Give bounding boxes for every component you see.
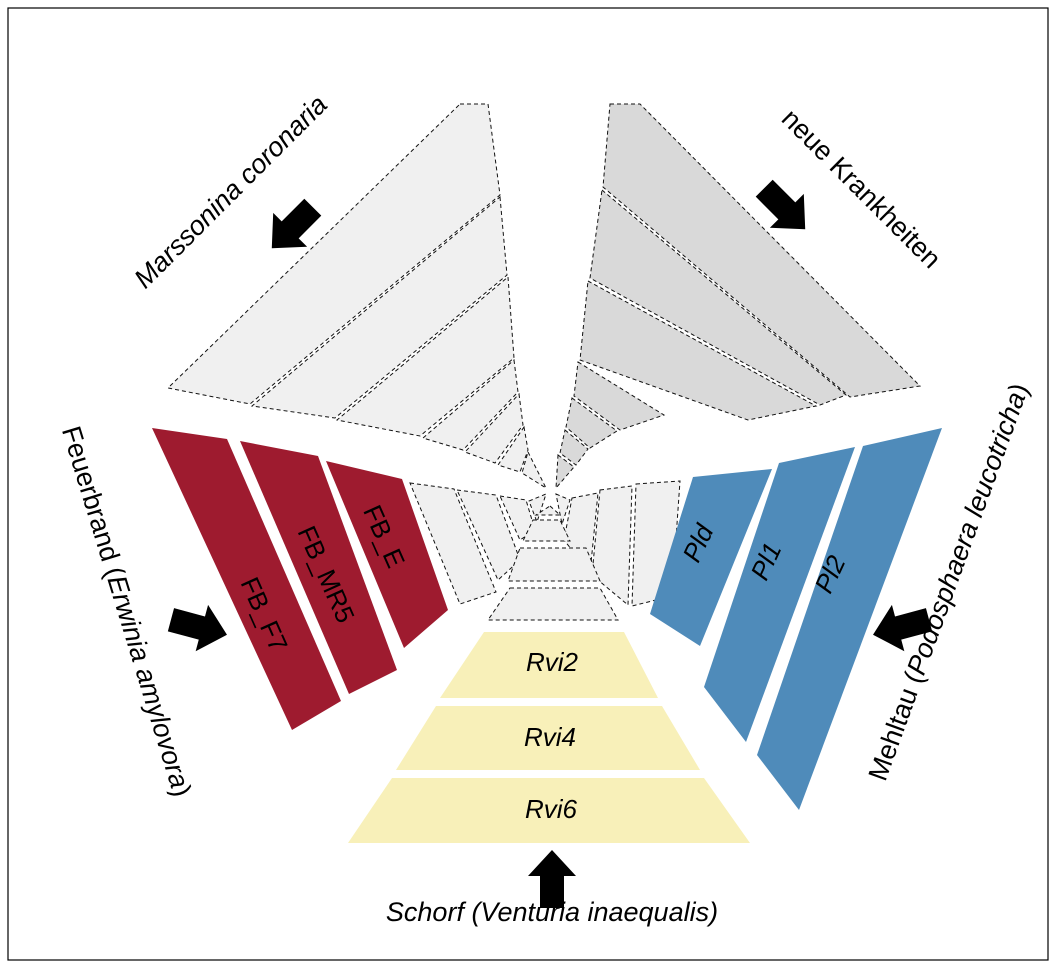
- segment-schorf-6: [522, 519, 571, 542]
- segment-fb-mr5: [240, 441, 397, 694]
- sector-neue-krankheiten: [555, 103, 922, 490]
- arrow-right-icon: [167, 604, 227, 652]
- segment-neue-2: [589, 189, 847, 406]
- segment-marssonina-6: [497, 425, 529, 473]
- label-rvi2: Rvi2: [526, 647, 579, 677]
- segment-schorf-7: [534, 505, 562, 516]
- segment-pl2: [757, 428, 942, 810]
- segment-marssonina-7: [521, 450, 548, 490]
- segment-feuerbrand-7: [528, 493, 547, 524]
- segment-marssonina-5: [464, 392, 524, 464]
- arrow-up-icon: [528, 850, 576, 908]
- sector-feuerbrand-empty: [409, 482, 547, 605]
- segment-marssonina-3: [335, 275, 515, 437]
- segment-neue-6: [559, 429, 589, 466]
- segment-mehltau-5: [591, 485, 633, 607]
- segment-neue-1: [602, 103, 922, 398]
- segment-schorf-4: [487, 587, 619, 621]
- segment-marssonina-1: [166, 103, 501, 405]
- label-schorf: Schorf (Venturia inaequalis): [386, 897, 718, 927]
- sector-marssonina: [166, 103, 548, 490]
- segment-neue-4: [573, 361, 666, 431]
- segment-neue-5: [565, 397, 618, 449]
- segment-marssonina-4: [421, 359, 519, 451]
- segment-mehltau-7: [555, 493, 571, 526]
- segment-neue-3: [579, 280, 818, 421]
- sector-schorf: Rvi2 Rvi4 Rvi6: [348, 632, 750, 843]
- arrow-down-left-icon: [755, 179, 806, 230]
- segment-rvi4: [396, 706, 700, 770]
- segment-neue-7: [555, 454, 575, 490]
- segment-pl1: [704, 447, 855, 742]
- segment-rvi2: [440, 632, 658, 698]
- arrow-left-icon: [873, 604, 933, 652]
- segment-pld: [650, 469, 772, 646]
- arrow-down-right-icon: [271, 198, 322, 249]
- segment-feuerbrand-4: [409, 482, 497, 605]
- arrows: [167, 179, 933, 908]
- segment-marssonina-2: [250, 195, 508, 419]
- segment-schorf-5: [507, 547, 601, 582]
- label-rvi4: Rvi4: [524, 722, 576, 752]
- label-rvi6: Rvi6: [525, 794, 578, 824]
- sector-schorf-empty: [487, 505, 619, 621]
- segment-rvi6: [348, 778, 750, 843]
- sector-mehltau: Pld Pl1 Pl2: [650, 428, 942, 810]
- segment-fb-e: [326, 461, 448, 648]
- segment-fb-f7: [152, 428, 341, 730]
